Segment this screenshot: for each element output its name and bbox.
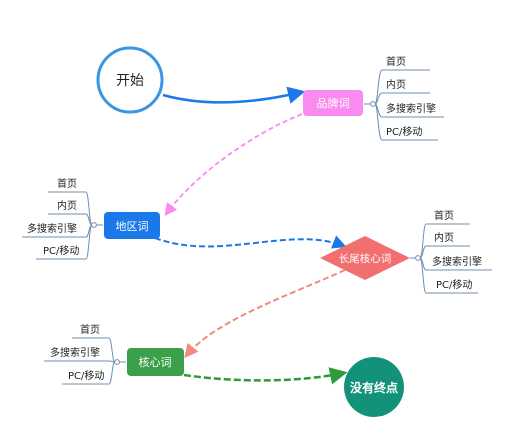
brand-node-label: 品牌词 [317,96,350,110]
brand-branch-item: PC/移动 [386,125,422,138]
brand-branch: 首页 内页 多搜索引擎 PC/移动 [364,55,444,141]
connector-longtail-to-core [184,269,346,359]
start-node-label: 开始 [116,73,144,89]
region-node-label: 地区词 [116,220,149,233]
longtail-branch-item: 内页 [434,231,454,244]
longtail-node[interactable]: 长尾核心词 [320,236,410,280]
brand-branch-item: 多搜索引擎 [386,102,436,115]
brand-node[interactable]: 品牌词 [303,90,363,116]
brand-branch-item: 内页 [386,78,406,91]
end-node[interactable]: 没有终点 [344,357,404,417]
end-node-label: 没有终点 [350,380,398,395]
start-node[interactable]: 开始 [96,46,164,114]
longtail-branch-item: PC/移动 [436,278,472,291]
region-branch-item: PC/移动 [43,244,79,257]
longtail-branch-item: 多搜索引擎 [432,255,482,268]
brand-branch-item: 首页 [386,55,406,68]
region-branch-item: 首页 [57,177,77,190]
longtail-node-label: 长尾核心词 [339,252,392,265]
region-branch-item: 内页 [57,199,77,212]
longtail-branch: 首页 内页 多搜索引擎 PC/移动 [410,209,492,294]
longtail-branch-item: 首页 [434,209,454,222]
connector-region-to-longtail [154,235,347,249]
connector-core-to-end [183,367,348,385]
core-branch: 首页 多搜索引擎 PC/移动 [44,323,126,385]
core-branch-item: 首页 [80,323,100,336]
connector-brand-to-region [164,113,303,217]
region-node[interactable]: 地区词 [104,212,160,239]
connector-start-to-brand [162,86,306,104]
region-branch-item: 多搜索引擎 [27,222,77,235]
core-branch-item: 多搜索引擎 [50,346,100,359]
core-node[interactable]: 核心词 [127,348,184,376]
core-branch-item: PC/移动 [68,369,104,382]
region-branch: 首页 内页 多搜索引擎 PC/移动 [22,177,103,260]
core-node-label: 核心词 [139,355,172,369]
